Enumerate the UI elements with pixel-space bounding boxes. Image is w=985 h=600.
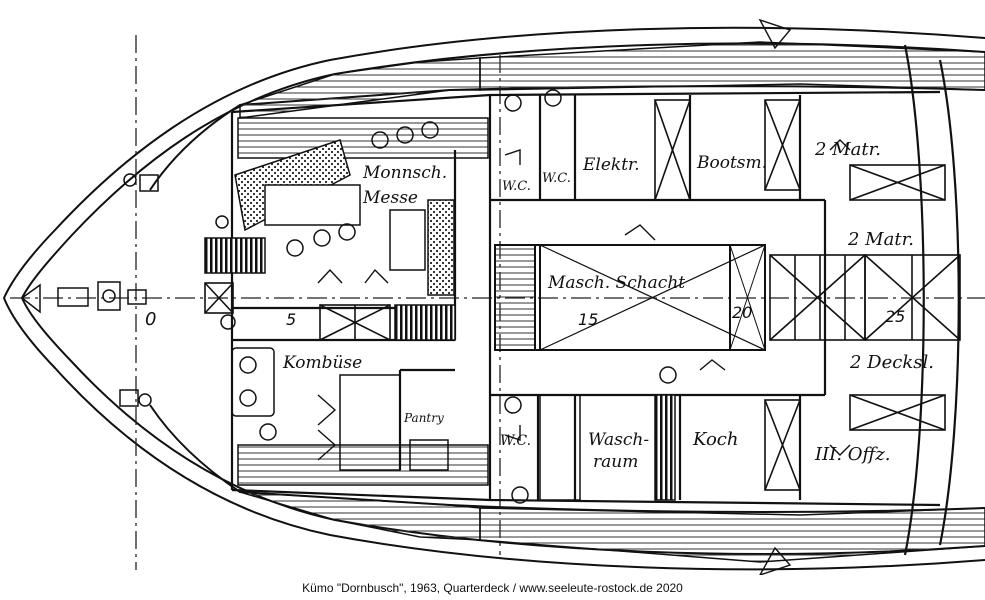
- bunks: [204, 99, 961, 491]
- frame-numbers: 0 5 15 20 25: [145, 303, 905, 330]
- label-wc-bottom: W.C.: [500, 433, 531, 449]
- label-messe: Messe: [362, 188, 418, 208]
- deck-planking: [237, 41, 985, 563]
- frame-20: 20: [732, 303, 752, 322]
- label-wc-top-1: W.C.: [502, 179, 531, 194]
- furniture: [204, 139, 676, 501]
- label-raum: raum: [593, 452, 638, 472]
- frame-25: 25: [885, 307, 905, 326]
- label-matr-top: 2 Matr.: [814, 139, 881, 160]
- label-pantry: Pantry: [403, 411, 444, 425]
- label-mannsch-messe: Monnsch.: [362, 163, 447, 183]
- image-caption: Kümo "Dornbusch", 1963, Quarterdeck / ww…: [302, 581, 683, 595]
- stools: [215, 89, 677, 504]
- label-kombuese: Kombüse: [282, 353, 362, 373]
- label-wasch: Wasch-: [588, 430, 649, 450]
- label-offz: III. Offz.: [814, 444, 891, 465]
- label-masch-schacht: Masch. Schacht: [547, 273, 685, 293]
- label-wc-top-2: W.C.: [542, 171, 571, 186]
- label-koch: Koch: [692, 429, 738, 450]
- label-elektr: Elektr.: [582, 155, 640, 175]
- room-labels: Monnsch. Messe W.C. W.C. Elektr. Bootsm.…: [282, 139, 934, 472]
- bow-fittings: [20, 173, 159, 407]
- label-bootsm: Bootsm.: [696, 153, 767, 173]
- deck-plan: Monnsch. Messe W.C. W.C. Elektr. Bootsm.…: [2, 18, 985, 575]
- frame-0: 0: [145, 309, 156, 330]
- door-swings: [317, 18, 851, 575]
- frame-5: 5: [286, 310, 296, 329]
- frame-15: 15: [578, 310, 598, 329]
- label-decksl: 2 Decksl.: [849, 352, 934, 373]
- machinery-shaft: [494, 244, 766, 351]
- label-matr-mid: 2 Matr.: [847, 229, 914, 250]
